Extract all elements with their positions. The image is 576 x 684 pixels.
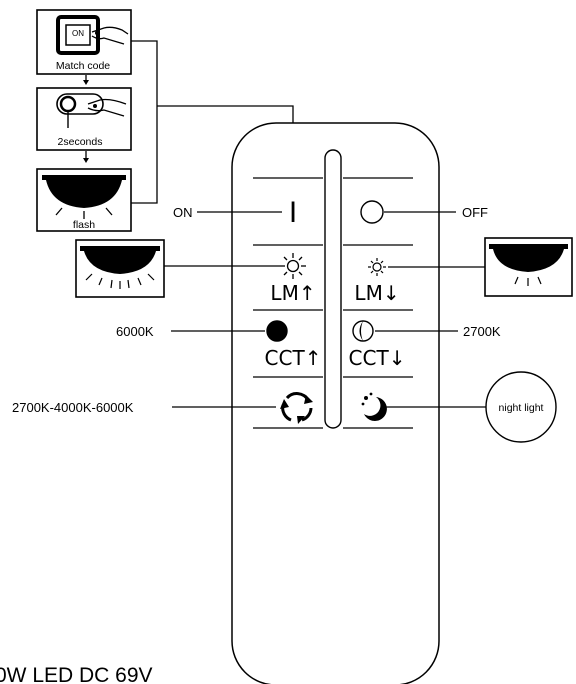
remote-button-press-icon [56, 93, 127, 128]
cct-down-button[interactable]: CCT↓ [349, 320, 406, 370]
cycle-arrow-head [280, 399, 289, 409]
flash-label: flash [73, 219, 95, 231]
night-light-button[interactable] [361, 392, 387, 421]
cct-up-label: CCT↑ [265, 346, 322, 370]
remote-dividers [253, 177, 413, 429]
callout-cycle: 2700K-4000K-6000K [12, 400, 276, 415]
step-arrow [83, 75, 89, 85]
brightness-down-button[interactable]: LM↓ [354, 258, 400, 305]
remote-center-slot [324, 149, 342, 429]
cycle-arrow-head [304, 395, 313, 404]
step-two-seconds-panel: 2seconds [36, 87, 132, 151]
6000k-label: 6000K [116, 324, 154, 339]
lm-up-label: LM↑ [270, 281, 315, 305]
footer-spec-text: 0W LED DC 69V [0, 664, 153, 684]
hand-press-icon [91, 26, 129, 45]
cct-down-label: CCT↓ [349, 346, 406, 370]
on-callout-label: ON [173, 205, 193, 220]
brightness-up-button[interactable]: LM↑ [270, 253, 316, 305]
callout-off: OFF [384, 205, 488, 220]
night-light-bubble [485, 371, 557, 443]
bright-lamp-panel [75, 239, 280, 298]
ceiling-lamp-dim-icon [489, 244, 568, 286]
callout-6000k: 6000K [116, 324, 265, 339]
off-callout-label: OFF [462, 205, 488, 220]
2700k-label: 2700K [463, 324, 501, 339]
sun-small-icon [368, 258, 386, 276]
steps-bracket [131, 40, 158, 204]
on-symbol: I [289, 196, 297, 229]
step-arrow [83, 151, 89, 163]
callout-on: ON [173, 205, 282, 220]
switch-on-text: ON [72, 29, 84, 38]
cct-cycle-button[interactable] [280, 392, 313, 424]
warm-light-icon [352, 320, 374, 342]
two-seconds-label: 2seconds [58, 136, 103, 148]
sun-large-icon [280, 253, 306, 279]
ceiling-lamp-icon [42, 175, 126, 219]
dim-lamp-panel [388, 237, 573, 297]
match-code-label: Match code [56, 60, 110, 72]
ceiling-lamp-bright-icon [80, 246, 160, 289]
night-light-label: night light [499, 402, 544, 414]
lm-down-label: LM↓ [354, 281, 399, 305]
remote-control: I LM↑ LM↓ [231, 122, 440, 684]
off-circle-icon [360, 200, 384, 224]
moon-stars-icon [361, 392, 387, 421]
cool-light-icon [266, 320, 288, 342]
callout-night-light: night light [386, 371, 557, 443]
step-flash-panel: flash [36, 168, 132, 232]
wall-switch-icon: ON [56, 15, 100, 55]
off-button[interactable] [360, 200, 384, 224]
cycle-arrow-head [297, 416, 305, 424]
cct-up-button[interactable]: CCT↑ [265, 320, 322, 370]
step-match-code-panel: ON Match code [36, 9, 132, 75]
callout-2700k: 2700K [375, 324, 501, 339]
cycle-label: 2700K-4000K-6000K [12, 400, 134, 415]
on-button[interactable]: I [289, 196, 297, 229]
